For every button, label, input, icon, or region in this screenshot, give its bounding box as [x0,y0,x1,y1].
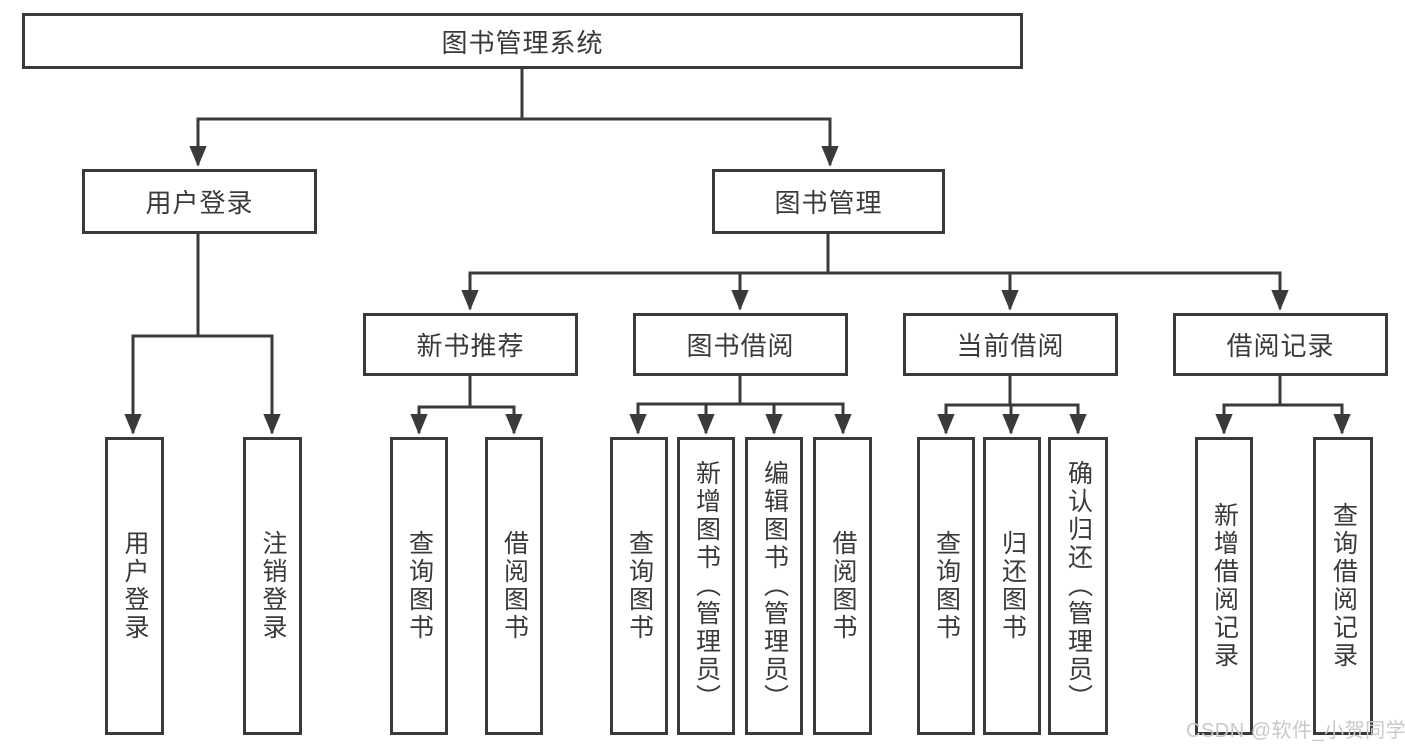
node-user-login: 用户登录 [82,169,317,234]
leaf-user-login: 用户登录 [105,437,164,735]
leaf-query-books-borrowing: 查询图书 [610,437,668,735]
node-book-management-system: 图书管理系统 [22,13,1023,69]
leaf-query-books-recommend: 查询图书 [390,437,448,735]
leaf-add-books-admin: 新增图书（管理员） [677,437,735,735]
leaf-borrow-books-recommend: 借阅图书 [485,437,543,735]
leaf-add-borrowing-record: 新增借阅记录 [1195,437,1253,735]
node-borrowing-records: 借阅记录 [1173,313,1388,376]
node-book-borrowing: 图书借阅 [633,313,848,376]
node-current-borrowing: 当前借阅 [903,313,1118,376]
leaf-edit-books-admin: 编辑图书（管理员） [745,437,803,735]
node-new-book-recommendation: 新书推荐 [363,313,578,376]
leaf-query-books-current: 查询图书 [917,437,975,735]
leaf-confirm-return-admin: 确认归还（管理员） [1048,437,1108,735]
watermark: CSDN @软件_小贺同学 [1186,720,1405,742]
leaf-borrow-books-borrowing: 借阅图书 [813,437,872,735]
leaf-query-borrowing-record: 查询借阅记录 [1313,437,1373,735]
node-book-management: 图书管理 [712,169,945,234]
leaf-return-books: 归还图书 [983,437,1041,735]
leaf-logout: 注销登录 [243,437,302,735]
